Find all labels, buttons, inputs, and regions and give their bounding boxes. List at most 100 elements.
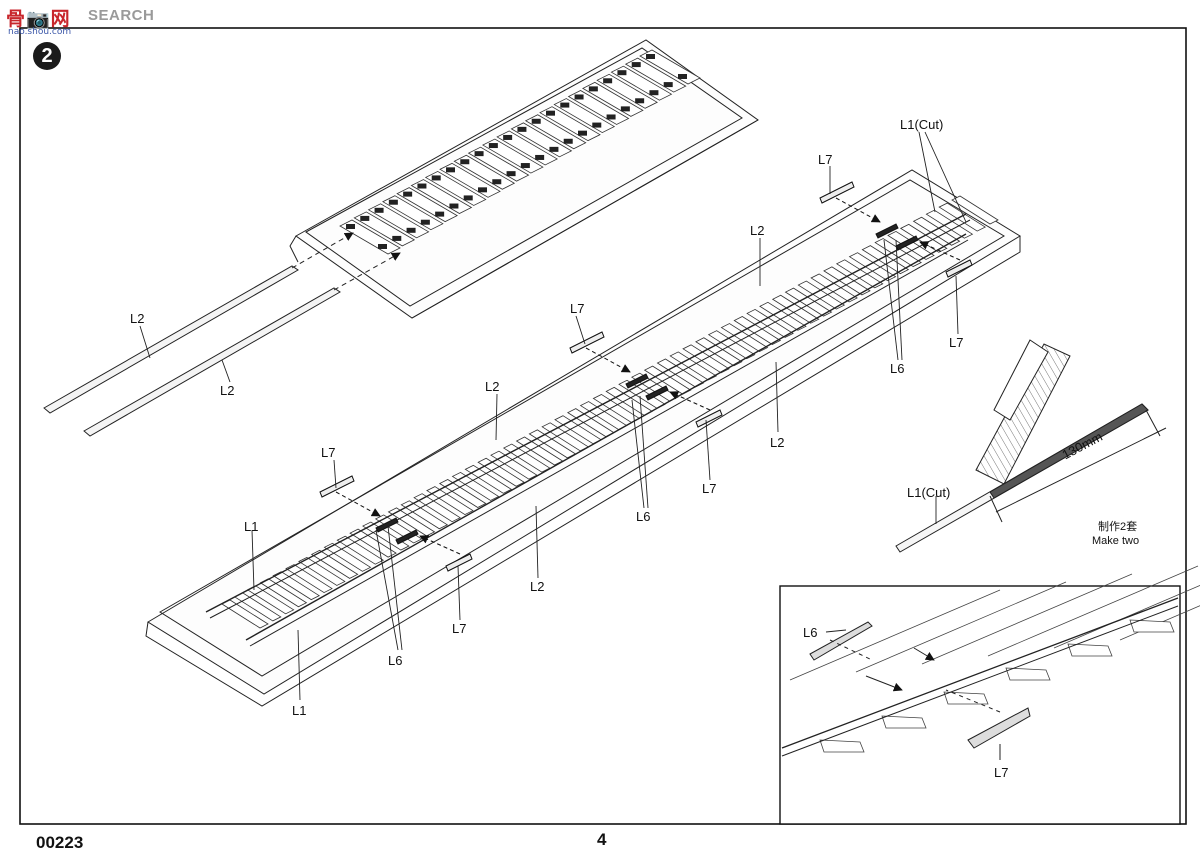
upper-sleeper-mark (535, 154, 545, 160)
main-sleeper (413, 493, 461, 523)
page-number: 4 (597, 830, 607, 849)
upper-sleeper-mark (374, 207, 384, 213)
joiner-l7-outer (569, 331, 605, 354)
upper-sleeper-mark (592, 122, 602, 128)
main-sleeper (848, 252, 897, 282)
loose-rails (43, 232, 401, 437)
inset-sleeper-edge (987, 565, 1199, 657)
upper-sleeper-mark (392, 235, 402, 241)
leader-lines (139, 131, 967, 701)
upper-sleeper-mark (346, 224, 355, 229)
main-sleeper (669, 351, 718, 381)
upper-sleeper-mark (406, 227, 416, 233)
upper-sleeper-mark (635, 98, 645, 104)
main-sleeper (797, 280, 846, 310)
label-l7-center: L7 (570, 301, 585, 316)
upper-sleeper-mark (378, 244, 387, 249)
main-sleeper (285, 564, 333, 594)
rail-joiners (319, 181, 973, 572)
inset-sleeper-edge (921, 573, 1133, 665)
main-sleeper (643, 365, 692, 395)
label-l6-left: L6 (388, 653, 403, 668)
upper-sleeper-mark (574, 94, 584, 100)
upper-sleeper-mark (620, 106, 630, 112)
joiner-l6 (645, 385, 669, 401)
joiner-arrow (419, 535, 461, 555)
joiner-l7-outer (695, 409, 723, 428)
upper-sleeper-mark (463, 195, 473, 201)
upper-sleeper-mark (546, 110, 555, 116)
upper-sleeper-mark (431, 175, 441, 181)
inset-tie-plate (881, 715, 927, 729)
upper-sleeper-mark (631, 62, 641, 68)
upper-sleeper-mark (460, 159, 470, 165)
main-sleeper (784, 287, 833, 317)
label-l1-lower: L1 (292, 703, 307, 718)
main-sleeper (823, 266, 871, 296)
make-two-note-cn: 制作2套 (1098, 521, 1138, 533)
inset-tie-plate (943, 691, 989, 705)
joiner-l6 (625, 373, 649, 389)
label-l2-loose-a: L2 (130, 311, 145, 326)
joiner-arrow (835, 197, 881, 223)
main-sleeper (746, 308, 794, 338)
label-l2-lower-right: L2 (770, 435, 785, 450)
inset-sleeper-edge (789, 589, 1001, 681)
main-sleeper (310, 549, 359, 579)
main-sleeper (887, 230, 935, 260)
main-sleeper (400, 500, 449, 530)
main-sleeper (810, 273, 858, 303)
upper-sleeper-mark (588, 86, 598, 92)
upper-sleeper-mark (649, 90, 659, 96)
label-l6-right: L6 (890, 361, 905, 376)
main-sleeper (438, 479, 487, 508)
upper-sleeper-mark (517, 126, 527, 132)
joiner-arrow (585, 347, 631, 373)
upper-sleeper-mark (449, 203, 459, 209)
joiner-arrow (919, 241, 961, 261)
upper-sleeper-mark (435, 211, 445, 217)
main-sleeper (951, 195, 999, 225)
main-sleeper (323, 542, 372, 572)
joiner-l6 (875, 223, 899, 239)
main-sleeper (336, 535, 385, 565)
joiner-l7-outer (319, 475, 355, 498)
label-l7-left: L7 (321, 445, 336, 460)
joiner-l7-outer (819, 181, 855, 204)
upper-sleeper-mark (478, 187, 487, 193)
main-sleeper (759, 301, 807, 331)
joiner-l7-outer (445, 553, 473, 572)
main-sleeper (733, 316, 782, 345)
inset-sleeper-edge (855, 581, 1067, 673)
main-sleeper (387, 507, 436, 537)
label-l1-cut-detail: L1(Cut) (907, 485, 951, 500)
main-sleeper (682, 344, 730, 374)
main-track-base (145, 169, 1021, 707)
joiner-arrow (335, 491, 381, 517)
kit-number: 00223 (36, 833, 84, 852)
label-l2-loose-b: L2 (220, 383, 235, 398)
watermark-url: nao.shou.com (8, 27, 72, 37)
main-sleeper (464, 464, 513, 494)
main-sleeper (771, 294, 820, 324)
make-two-note-en: Make two (1092, 535, 1140, 547)
upper-sleeper-mark (606, 114, 616, 120)
inset-tie-plate (1067, 643, 1113, 657)
main-sleeper (477, 457, 525, 487)
watermark: 骨📷网 SEARCH nao.shou.com (6, 4, 176, 38)
main-sleeper (912, 216, 961, 246)
watermark-text: SEARCH (88, 7, 155, 24)
label-l2-lower: L2 (530, 579, 545, 594)
upper-sleeper-mark (563, 138, 573, 144)
upper-sleeper-mark (531, 118, 541, 124)
watermark-logo: 骨📷网 (6, 8, 71, 30)
inset-tie-plate (819, 739, 865, 753)
page-frame (19, 27, 1187, 825)
upper-sleeper-mark (506, 171, 516, 177)
upper-sleeper-mark (678, 74, 687, 79)
label-l7-right-bottom: L7 (949, 335, 964, 350)
upper-sleeper-mark (474, 151, 484, 157)
upper-sleeper-mark (663, 82, 673, 88)
upper-sleeper-mark (520, 163, 530, 169)
